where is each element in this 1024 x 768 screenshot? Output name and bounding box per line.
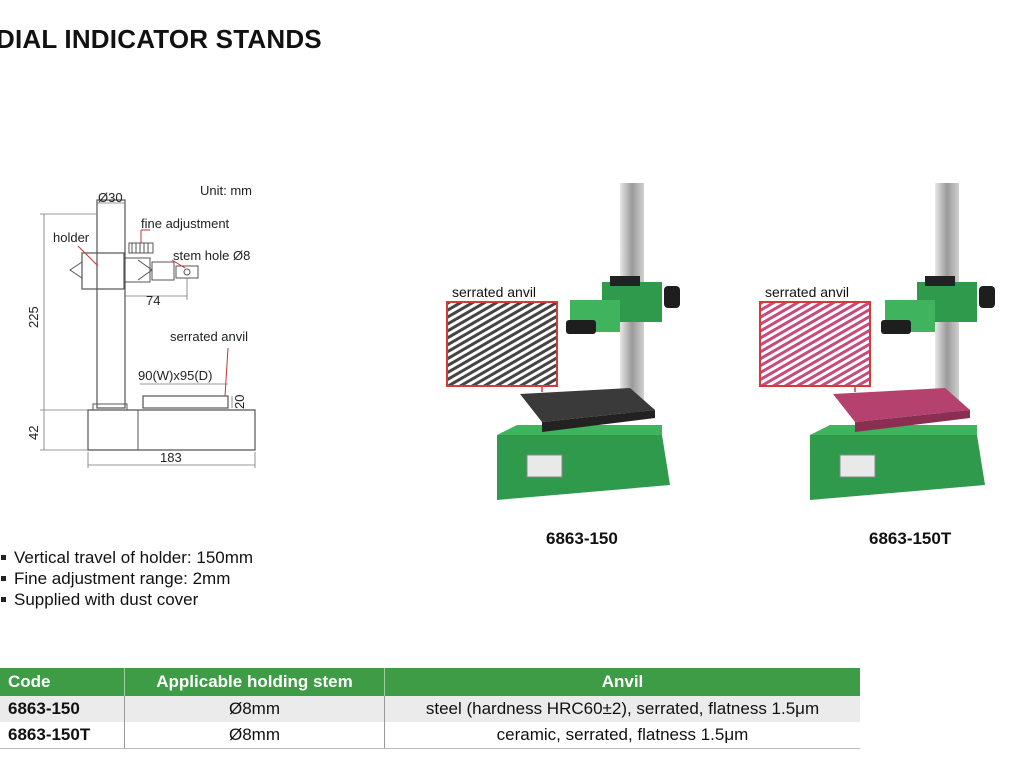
unit-label: Unit: mm [200,183,252,198]
stand-illustration: serrated anvil [759,183,995,500]
product-code-label: 6863-150 [546,529,618,548]
serrated-swatch [446,301,558,387]
header-code: Code [0,668,125,696]
anvil-plate [833,388,970,422]
page-title: DIAL INDICATOR STANDS [0,24,322,54]
spec-table: Code Applicable holding stem Anvil 6863-… [0,668,860,749]
cell-anvil: ceramic, serrated, flatness 1.5μm [384,722,860,749]
dim-42-label: 42 [26,426,41,440]
stem-hole-label: stem hole Ø8 [173,248,250,263]
feature-item: Supplied with dust cover [0,589,253,610]
cell-code: 6863-150T [0,722,125,749]
stand-illustration: serrated anvil [446,183,680,500]
features-list: Vertical travel of holder: 150mm Fine ad… [0,547,253,610]
table-row: 6863-150 Ø8mm steel (hardness HRC60±2), … [0,696,860,722]
cell-holding-stem: Ø8mm [124,696,385,722]
cell-holding-stem: Ø8mm [124,722,385,749]
holder-label: holder [53,230,90,245]
product-image-6863-150T: serrated anvil 6863-150T [755,180,1015,548]
diameter-30-label: Ø30 [98,190,123,205]
fine-adjustment-label: fine adjustment [141,216,230,231]
anvil-plate [520,388,655,422]
dim-20-label: 20 [232,395,247,409]
cell-code: 6863-150 [0,696,125,722]
header-anvil: Anvil [384,668,860,696]
table-row: 6863-150T Ø8mm ceramic, serrated, flatne… [0,722,860,749]
technical-drawing: Unit: mm Ø30 fine adjustment holder stem… [0,178,300,478]
header-holding-stem: Applicable holding stem [124,668,385,696]
anvil-size-label: 90(W)x95(D) [138,368,212,383]
dim-225-label: 225 [26,306,41,328]
product-code-label: 6863-150T [869,529,952,548]
callout-label: serrated anvil [452,284,536,300]
feature-item: Fine adjustment range: 2mm [0,568,253,589]
dim-74-label: 74 [146,293,160,308]
table-header-row: Code Applicable holding stem Anvil [0,668,860,696]
serrated-swatch [759,301,871,387]
dimension-diagram: Unit: mm Ø30 fine adjustment holder stem… [26,183,256,468]
cell-anvil: steel (hardness HRC60±2), serrated, flat… [384,696,860,722]
dim-183-label: 183 [160,450,182,465]
serrated-anvil-label: serrated anvil [170,329,248,344]
callout-label: serrated anvil [765,284,849,300]
product-image-6863-150: serrated anvil 6863-150 [442,180,692,548]
feature-item: Vertical travel of holder: 150mm [0,547,253,568]
